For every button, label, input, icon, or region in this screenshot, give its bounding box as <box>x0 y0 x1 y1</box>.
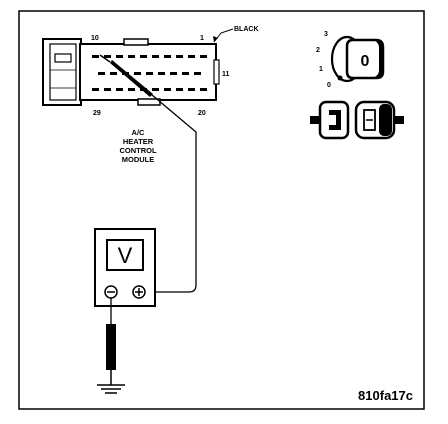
pin-cavity <box>182 72 189 75</box>
pin-cavity <box>134 72 141 75</box>
diagram-frame <box>18 10 425 410</box>
module-label-line4: MODULE <box>122 155 155 164</box>
negative-test-lead <box>97 298 125 394</box>
connector-top-tab <box>123 38 149 46</box>
pin-cavity <box>164 88 171 91</box>
positive-probe-body <box>110 60 153 97</box>
right-stub <box>394 116 404 124</box>
positive-test-lead <box>99 54 197 293</box>
pin-cavity <box>98 72 105 75</box>
figure-code: 810fa17c <box>358 388 413 403</box>
connector-right-tab <box>213 59 220 85</box>
connector-bottom-tab <box>137 98 161 106</box>
pin-cavity <box>176 88 183 91</box>
pin-cavity <box>200 88 207 91</box>
module-label-line1: A/C <box>132 128 146 137</box>
key-position-text: 0 <box>361 53 370 70</box>
pin-1-label: 1 <box>200 35 204 42</box>
pin-cavity <box>116 88 123 91</box>
pin-cavity <box>164 55 171 58</box>
pin-cavity <box>170 72 177 75</box>
negative-probe-body <box>106 324 116 370</box>
pin-cavity <box>140 55 147 58</box>
left-housing-clip <box>329 110 341 130</box>
pin-cavity <box>188 88 195 91</box>
pin-cavity <box>128 88 135 91</box>
connector-color-label: BLACK <box>234 26 259 33</box>
pin-cavity <box>200 55 207 58</box>
color-label-arrowhead <box>213 36 218 42</box>
left-stub <box>310 116 320 124</box>
ignition-position-1: 1 <box>319 66 323 73</box>
right-housing-shade <box>379 104 392 136</box>
pin-cavity <box>92 88 99 91</box>
ignition-position-marker <box>337 75 343 81</box>
pin-cavity <box>104 88 111 91</box>
pin-10-label: 10 <box>91 35 99 42</box>
left-housing <box>318 100 350 140</box>
ignition-switch-icon: 3 2 1 0 0 <box>316 31 385 89</box>
positive-lead-wire <box>144 94 197 293</box>
pin-cavity <box>158 72 165 75</box>
pin-11-label: 11 <box>222 71 230 78</box>
pin-cavity <box>146 72 153 75</box>
pin-cavity <box>188 55 195 58</box>
harness-connector <box>42 38 220 106</box>
inline-connector-icon <box>310 100 404 140</box>
ignition-position-2: 2 <box>316 47 320 54</box>
pin-cavity <box>116 55 123 58</box>
key-head-shading <box>372 40 383 78</box>
module-label-line2: HEATER <box>123 137 154 146</box>
module-label-line3: CONTROL <box>119 146 156 155</box>
ignition-position-0: 0 <box>327 82 331 89</box>
pin-cavity <box>194 72 201 75</box>
pin-20-label: 20 <box>198 110 206 117</box>
color-label-leader <box>213 28 234 43</box>
voltmeter: V <box>94 228 156 307</box>
connector-flange-inner <box>49 43 77 101</box>
connector-pins <box>92 55 207 91</box>
pin-cavity <box>152 88 159 91</box>
ignition-position-3: 3 <box>324 31 328 38</box>
pin-cavity <box>152 55 159 58</box>
voltmeter-display-text: V <box>118 243 133 268</box>
pin-cavity <box>128 55 135 58</box>
pin-cavity <box>92 55 99 58</box>
pin-29-label: 29 <box>93 110 101 117</box>
connector-latch <box>54 53 72 63</box>
pin-cavity <box>104 55 111 58</box>
pin-cavity <box>110 72 117 75</box>
pin-cavity <box>176 55 183 58</box>
voltmeter-display <box>106 239 144 271</box>
positive-probe-tip <box>99 54 111 63</box>
